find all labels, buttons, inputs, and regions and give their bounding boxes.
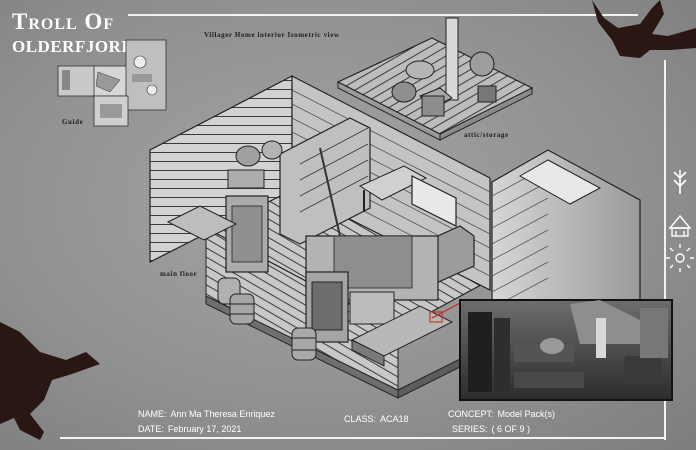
series-field: SERIES:( 6 OF 9 ) [452, 424, 530, 434]
class-label: CLASS: [344, 414, 377, 424]
class-value: ACA18 [380, 414, 409, 424]
interior-render-inset [459, 299, 673, 401]
date-field: DATE:February 17, 2021 [138, 424, 241, 434]
main-floor-house [149, 75, 492, 399]
concept-label: CONCEPT: [448, 409, 494, 419]
concept-field: CONCEPT:Model Pack(s) [448, 409, 555, 419]
name-field: NAME:Ann Ma Theresa Enriquez [138, 409, 275, 419]
frame-top-line [128, 14, 638, 16]
guide-label: Guide [62, 118, 84, 126]
sun-rune-icon [666, 244, 694, 272]
sheet-subtitle: OLDERFJORD [12, 37, 135, 56]
tree-rune-icon [673, 170, 687, 194]
name-value: Ann Ma Theresa Enriquez [170, 409, 275, 419]
sheet-title: Troll Of [12, 9, 115, 34]
house-rune-icon [668, 214, 692, 237]
attic-label: attic/storage [464, 131, 509, 139]
date-value: February 17, 2021 [167, 424, 242, 434]
class-field: CLASS:ACA18 [344, 414, 409, 424]
inset-callout-line [431, 301, 463, 319]
antler-icon [0, 0, 696, 440]
main-floor-label: main floor [160, 270, 198, 278]
series-label: SERIES: [452, 424, 488, 434]
date-label: DATE: [138, 424, 164, 434]
frame-bottom-line [60, 437, 665, 439]
name-label: NAME: [138, 409, 167, 419]
concept-value: Model Pack(s) [497, 409, 556, 419]
attic-platform [336, 17, 534, 141]
series-value: ( 6 OF 9 ) [491, 424, 531, 434]
guide-floorplan [57, 39, 167, 127]
frame-right-line [664, 60, 666, 440]
barrels [217, 277, 317, 361]
view-title-label: Villager Home interior Isometric view [204, 31, 340, 39]
